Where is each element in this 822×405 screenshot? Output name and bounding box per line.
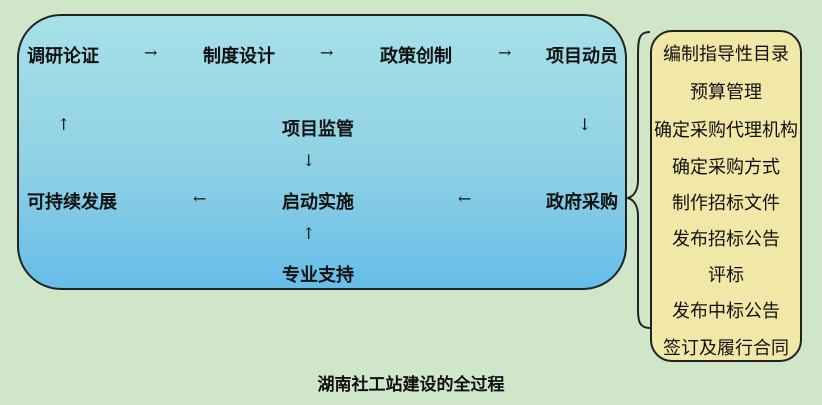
procurement-steps-panel: 编制指导性目录 预算管理 确定采购代理机构 确定采购方式 制作招标文件 发布招标… (650, 30, 802, 362)
node-research: 调研论证 (27, 46, 99, 67)
step-item: 制作招标文件 (672, 193, 780, 214)
process-flow-panel (17, 14, 627, 290)
step-item: 确定采购代理机构 (654, 120, 798, 141)
node-implement: 启动实施 (282, 192, 354, 213)
arrow-left-2: ← (458, 189, 472, 208)
arrow-up-left: ↑ (57, 115, 71, 134)
node-mobilize: 项目动员 (546, 46, 618, 67)
arrow-left-1: ← (193, 189, 207, 208)
step-item: 发布中标公告 (672, 301, 780, 322)
step-item: 评标 (708, 265, 744, 286)
node-supervise: 项目监管 (282, 119, 354, 140)
arrow-right-3: → (498, 43, 512, 62)
node-procurement: 政府采购 (546, 192, 618, 213)
node-sustainable: 可持续发展 (27, 192, 117, 213)
arrow-right-1: → (144, 43, 158, 62)
figure-caption: 湖南社工站建设的全过程 (317, 375, 505, 395)
step-item: 签订及履行合同 (663, 338, 789, 359)
arrow-down-center: ↓ (302, 151, 316, 170)
node-system-design: 制度设计 (203, 46, 275, 67)
step-item: 发布招标公告 (672, 229, 780, 250)
step-item: 确定采购方式 (672, 157, 780, 178)
step-item: 编制指导性目录 (663, 44, 789, 65)
step-item: 预算管理 (690, 82, 762, 103)
node-support: 专业支持 (282, 265, 354, 286)
arrow-up-center: ↑ (302, 224, 316, 243)
arrow-down-right: ↓ (578, 115, 592, 134)
curly-brace-icon (626, 31, 651, 329)
arrow-right-2: → (320, 43, 334, 62)
node-policy: 政策创制 (380, 46, 452, 67)
